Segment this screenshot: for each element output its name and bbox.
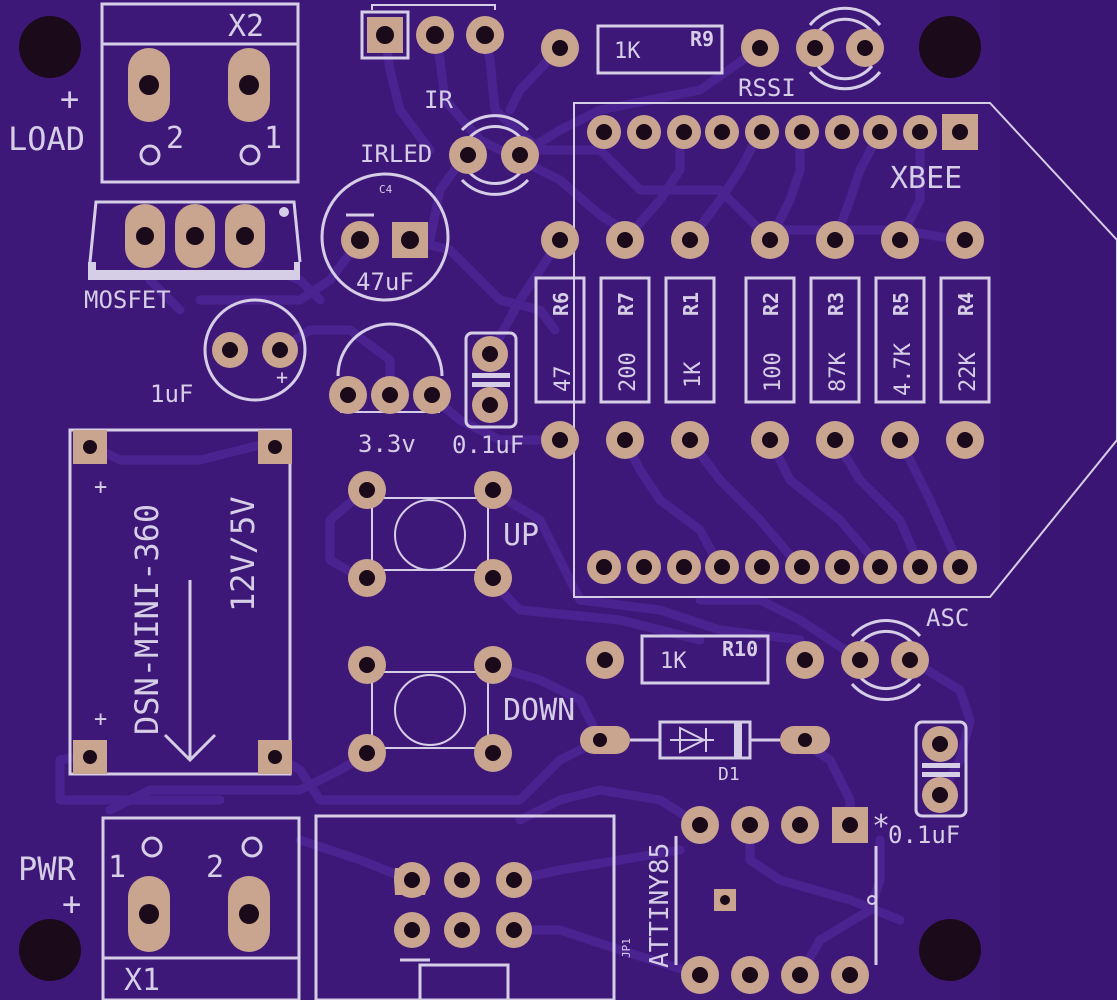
cap-1uf-label: 1uF (150, 380, 193, 408)
r3-name-label: R3 (824, 292, 848, 316)
asc-label: ASC (926, 604, 969, 632)
dsn-voltage-label: 12V/5V (224, 496, 262, 612)
isp-header-jp1 (314, 814, 616, 1000)
mounting-hole-top-left (19, 16, 81, 78)
x2-pin2-label: 2 (166, 121, 184, 156)
d1-label: D1 (718, 764, 740, 785)
led-rssi (796, 6, 884, 91)
r6-name-label: R6 (549, 292, 573, 316)
xbee-module (573, 102, 1117, 598)
load-label: LOAD (8, 120, 85, 158)
pwr-plus-label: + (62, 885, 81, 923)
r1-value-label: 1K (681, 361, 706, 388)
r4-value-label: 22K (956, 352, 981, 392)
resistor-r9 (541, 24, 779, 75)
dsn-name-label: DSN-MINI-360 (128, 504, 166, 735)
dsn-mini-360-module (68, 428, 292, 776)
capacitor-0p1uf-b (914, 720, 968, 818)
x1-pin2-label: 2 (206, 850, 224, 885)
r7-value-label: 200 (616, 352, 641, 392)
mosfet (88, 200, 302, 280)
resistor-r1 (664, 221, 716, 459)
jp1-label: JP1 (620, 938, 633, 958)
mosfet-label: MOSFET (84, 286, 171, 314)
down-label: DOWN (503, 693, 575, 728)
resistor-r10 (586, 634, 824, 685)
r2-value-label: 100 (761, 352, 786, 392)
x2-pin1-label: 1 (264, 121, 282, 156)
r9-value-label: 1K (614, 39, 641, 64)
r7-name-label: R7 (614, 292, 638, 316)
r3-value-label: 87K (826, 352, 851, 392)
load-plus-label: + (60, 80, 79, 118)
r2-name-label: R2 (759, 292, 783, 316)
xbee-label: XBEE (890, 161, 962, 196)
reg-33v-label: 3.3v (358, 430, 416, 458)
ir-label: IR (424, 86, 453, 114)
dsn-plus-top-label: + (94, 475, 107, 500)
resistor-r2 (744, 221, 796, 459)
led-asc (841, 618, 929, 702)
cap-1uf-plus-label: + (276, 365, 288, 389)
attiny-label: ATTINY85 (645, 843, 675, 968)
r9-name-label: R9 (690, 27, 714, 51)
c4-value-label: 47uF (356, 268, 414, 296)
star-label: * (872, 809, 890, 844)
pwr-label: PWR (18, 850, 77, 888)
button-down (348, 646, 512, 772)
r4-name-label: R4 (954, 292, 978, 316)
rssi-label: RSSI (738, 74, 796, 102)
terminal-block-x2: X2 2 1 (100, 2, 300, 184)
button-up (348, 471, 512, 597)
diode-d1 (580, 720, 830, 760)
resistor-r4 (939, 221, 991, 459)
x1-pin1-label: 1 (108, 850, 126, 885)
irled (449, 114, 539, 196)
r6-value-label: 47 (551, 366, 576, 393)
irled-label: IRLED (360, 140, 432, 168)
r5-value-label: 4.7K (891, 342, 916, 396)
mounting-hole-bottom-left (19, 919, 81, 981)
x2-label: X2 (228, 9, 264, 44)
resistor-r6 (534, 221, 586, 459)
up-label: UP (503, 518, 539, 553)
attiny85-chip (674, 806, 878, 994)
resistor-r5 (874, 221, 926, 459)
terminal-block-x1: 1 2 X1 (101, 816, 301, 1000)
mounting-hole-top-right (919, 16, 981, 78)
dsn-plus-bottom-label: + (94, 707, 107, 732)
resistor-r7 (599, 221, 651, 459)
cap-01uf-b-label: 0.1uF (888, 821, 960, 849)
mounting-hole-bottom-right (919, 919, 981, 981)
c4-label: C4 (379, 183, 393, 196)
capacitor-1uf (203, 298, 307, 402)
capacitor-c4 (320, 172, 450, 302)
r10-name-label: R10 (722, 637, 758, 661)
regulator-3v3 (329, 322, 451, 414)
x1-label: X1 (124, 963, 160, 998)
cap-01uf-a-label: 0.1uF (452, 431, 524, 459)
ir-header (360, 4, 504, 60)
r5-name-label: R5 (889, 292, 913, 316)
r1-name-label: R1 (679, 292, 703, 316)
capacitor-0p1uf-a (464, 331, 518, 429)
resistor-r3 (809, 221, 861, 459)
mounting-holes (19, 16, 981, 981)
r10-value-label: 1K (660, 649, 687, 674)
